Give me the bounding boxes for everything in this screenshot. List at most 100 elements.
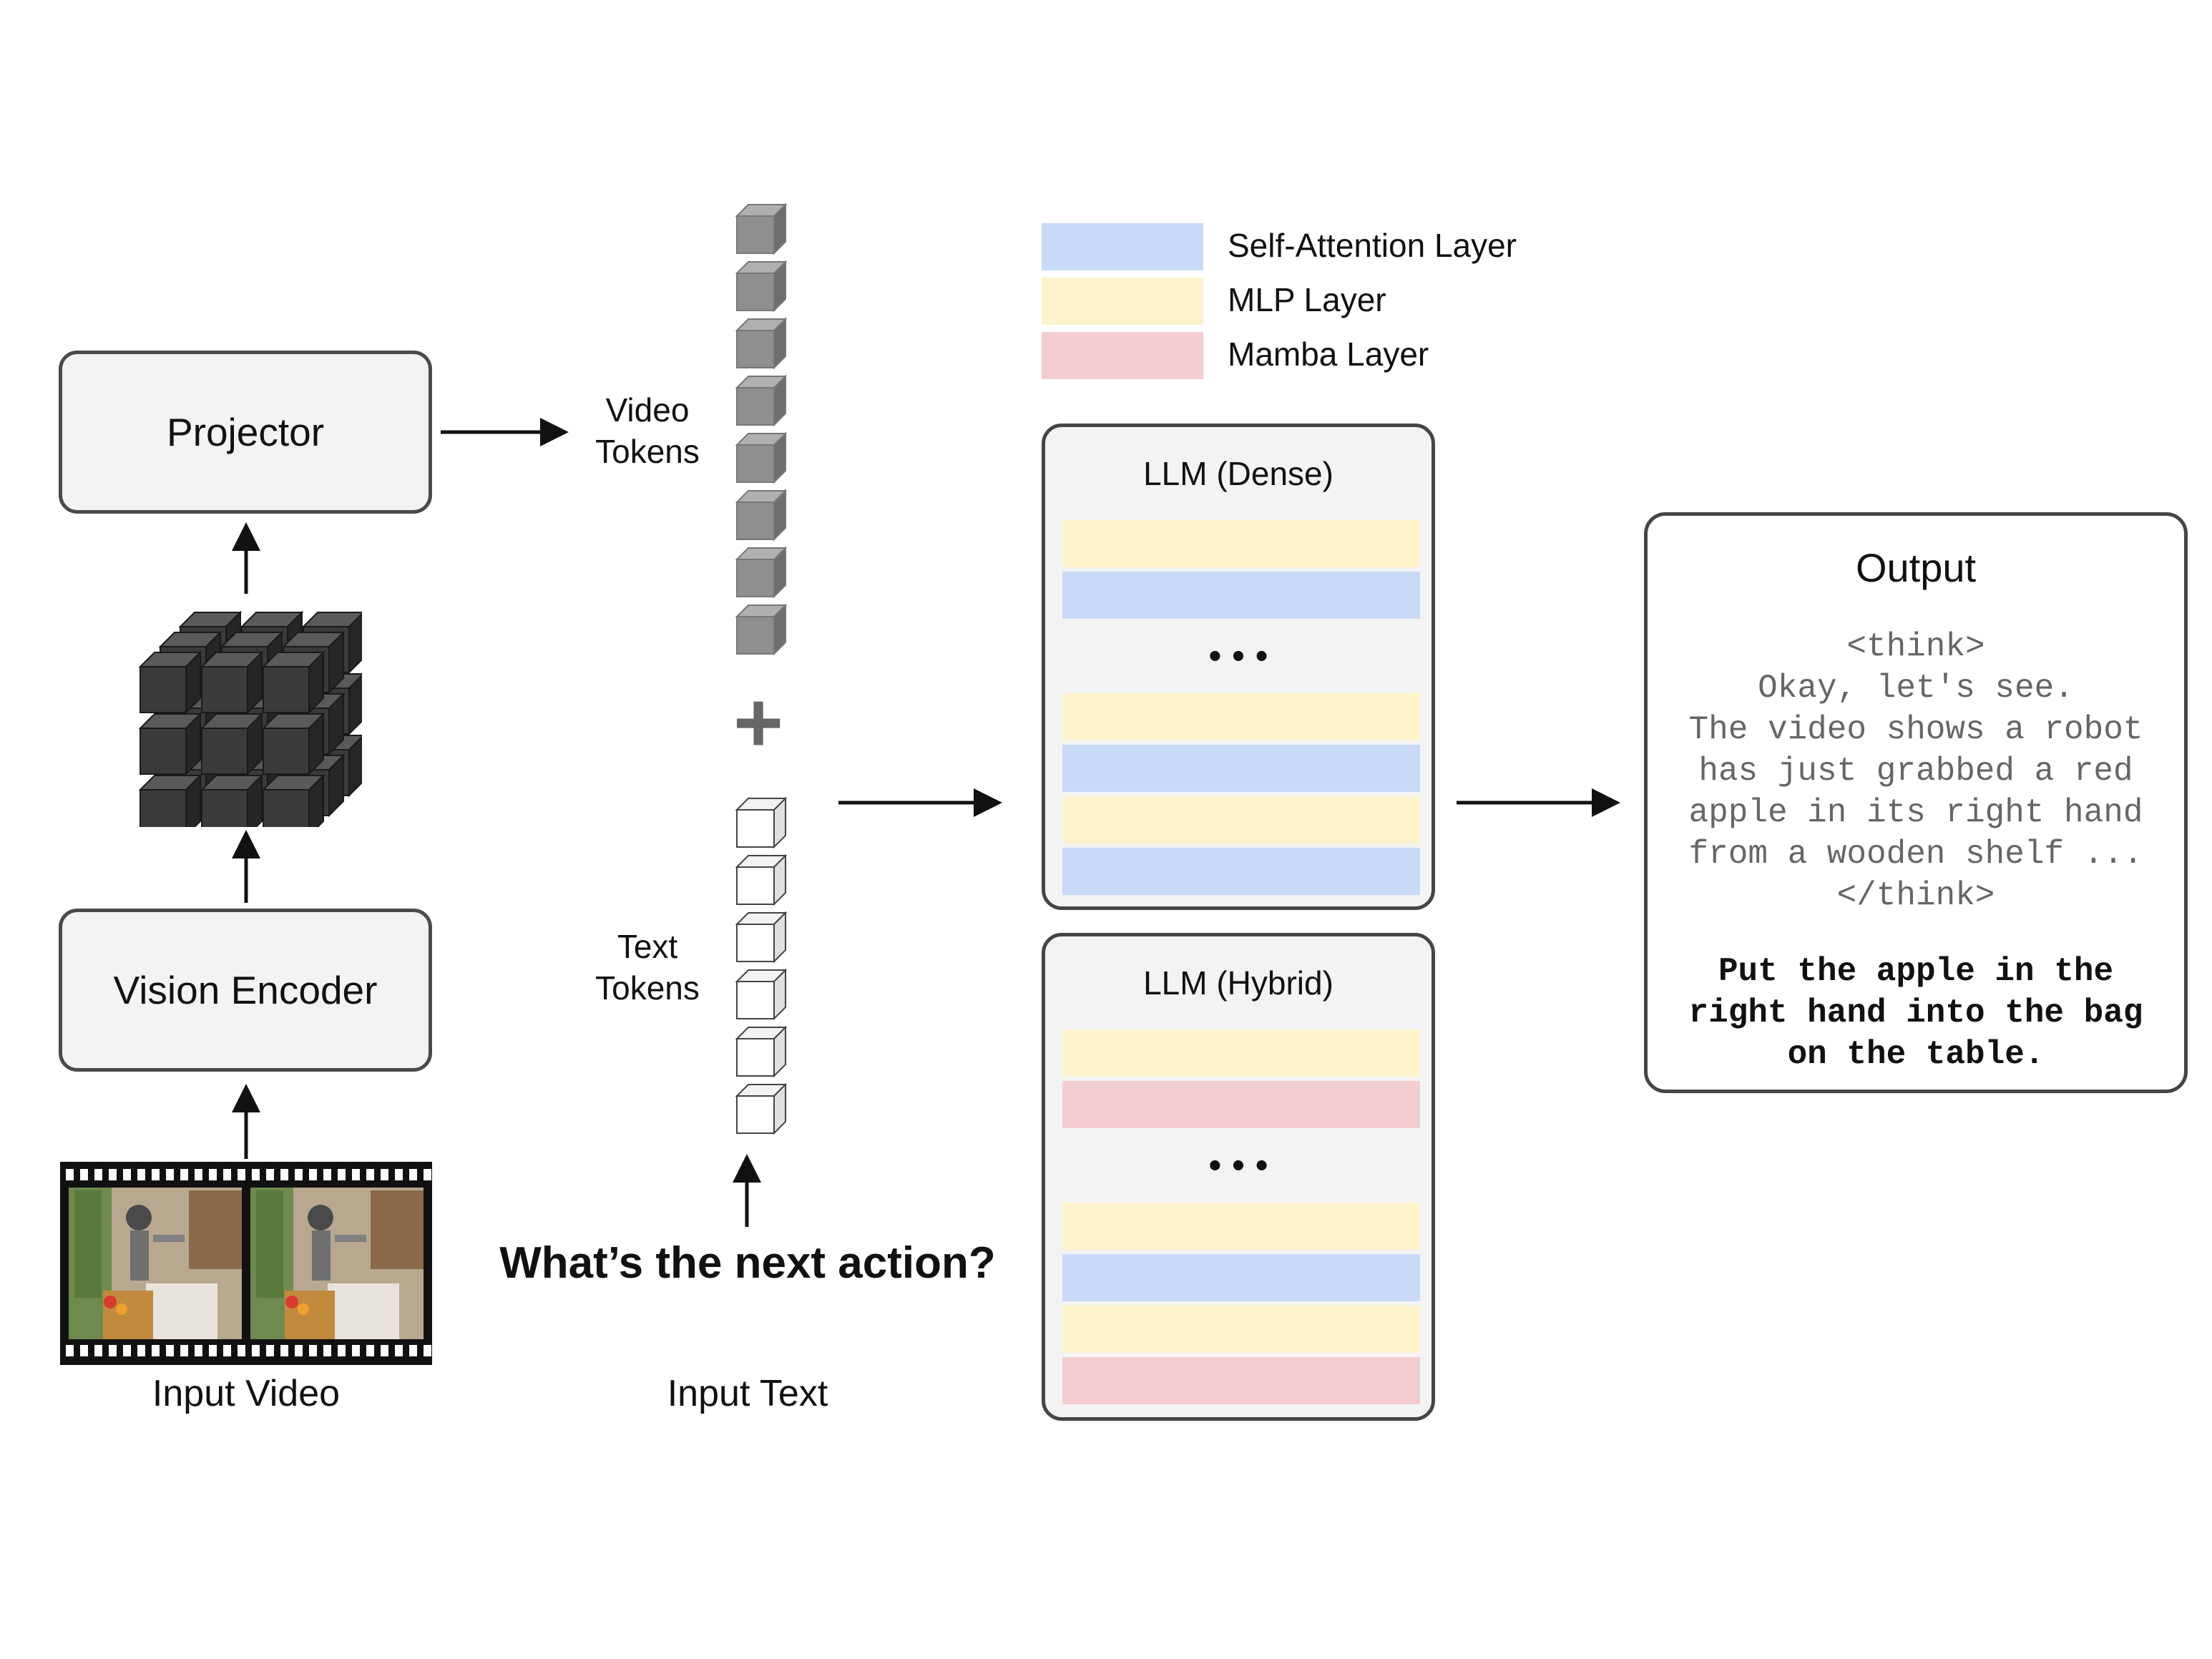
- text-tokens-column: [735, 796, 787, 1135]
- film-sprocket-hole: [309, 1345, 317, 1356]
- dense-ellipsis: • • •: [1208, 635, 1268, 677]
- video-token-cube: [735, 202, 787, 255]
- output-box: Output <think> Okay, let's see. The vide…: [1644, 512, 2188, 1093]
- hybrid-layer-mlp-1: [1062, 1029, 1420, 1077]
- hybrid-ellipsis: • • •: [1208, 1145, 1268, 1186]
- film-sprocket-hole: [338, 1169, 346, 1180]
- feature-cube: [261, 650, 326, 715]
- feature-cube: [200, 650, 264, 715]
- think-line-3: has just grabbed a red: [1698, 753, 2133, 790]
- vision-encoder-label: Vision Encoder: [113, 968, 378, 1012]
- video-token-cube: [735, 546, 787, 599]
- film-sprocket-hole: [152, 1169, 160, 1180]
- film-sprocket-hole: [166, 1169, 174, 1180]
- film-sprocket-hole: [94, 1345, 102, 1356]
- think-line-2: The video shows a robot: [1688, 711, 2143, 748]
- think-open-tag: <think>: [1846, 628, 1985, 665]
- video-frame-2: [250, 1188, 424, 1339]
- film-sprocket-hole: [94, 1169, 102, 1180]
- feature-cube-grid-icon: [138, 610, 362, 827]
- think-close-tag: </think>: [1836, 877, 1995, 914]
- film-sprocket-hole: [195, 1345, 202, 1356]
- film-sprocket-hole: [66, 1345, 74, 1356]
- projector-box: Projector: [59, 351, 432, 514]
- film-sprocket-hole: [152, 1345, 160, 1356]
- text-token-cube: [735, 853, 787, 906]
- input-video-filmstrip: [60, 1162, 432, 1365]
- output-title: Output: [1855, 545, 1977, 590]
- answer-line-3: on the table.: [1787, 1036, 2045, 1073]
- think-block: <think> Okay, let's see. The video shows…: [1648, 626, 2184, 916]
- text-token-cube: [735, 796, 787, 849]
- film-sprocket-hole: [366, 1169, 374, 1180]
- legend-label-mamba: Mamba Layer: [1228, 336, 1429, 373]
- answer-line-2: right hand into the bag: [1688, 994, 2143, 1032]
- llm-hybrid-box: LLM (Hybrid) • • •: [1042, 933, 1435, 1421]
- film-sprocket-hole: [323, 1345, 331, 1356]
- film-sprocket-hole: [195, 1169, 202, 1180]
- film-sprocket-hole: [295, 1345, 303, 1356]
- text-token-cube: [735, 1082, 787, 1135]
- llm-dense-title: LLM (Dense): [1143, 455, 1333, 492]
- input-text-label: Input Text: [667, 1373, 828, 1414]
- dense-layer-mlp-1: [1062, 520, 1420, 567]
- video-frame-1: [69, 1188, 242, 1339]
- film-sprocket-hole: [238, 1169, 245, 1180]
- video-token-cube: [735, 374, 787, 427]
- video-tokens-column: [735, 202, 787, 656]
- film-sprocket-hole: [223, 1345, 231, 1356]
- film-sprocket-hole: [323, 1169, 331, 1180]
- hybrid-layer-mamba-1: [1062, 1081, 1420, 1128]
- dense-layer-self-attention-3: [1062, 848, 1420, 895]
- legend-swatch-mlp: [1042, 278, 1203, 325]
- vision-encoder-box: Vision Encoder: [59, 909, 432, 1072]
- hybrid-layer-self-attention-1: [1062, 1254, 1420, 1301]
- legend-label-self-attention: Self-Attention Layer: [1228, 227, 1517, 264]
- film-sprocket-hole: [209, 1169, 217, 1180]
- film-sprocket-hole: [180, 1169, 188, 1180]
- film-sprocket-hole: [395, 1169, 403, 1180]
- film-sprocket-hole: [137, 1169, 145, 1180]
- text-token-cube: [735, 911, 787, 964]
- dense-layer-mlp-2: [1062, 693, 1420, 740]
- plus-sign: +: [733, 675, 784, 770]
- film-sprocket-hole: [137, 1345, 145, 1356]
- video-token-cube: [735, 431, 787, 484]
- film-sprocket-hole: [123, 1345, 131, 1356]
- film-sprocket-hole: [424, 1169, 431, 1180]
- hybrid-layer-mlp-2: [1062, 1203, 1420, 1250]
- film-sprocket-hole: [223, 1169, 231, 1180]
- legend-swatch-self-attention: [1042, 223, 1203, 270]
- feature-cube: [261, 712, 326, 776]
- film-sprocket-hole: [395, 1345, 403, 1356]
- film-sprocket-hole: [166, 1345, 174, 1356]
- film-sprocket-hole: [381, 1345, 388, 1356]
- video-tokens-label-line2: Tokens: [595, 433, 700, 470]
- feature-cube: [261, 773, 326, 827]
- film-sprocket-hole: [123, 1169, 131, 1180]
- input-video-label: Input Video: [152, 1373, 341, 1414]
- film-sprocket-hole: [366, 1345, 374, 1356]
- film-sprocket-hole: [409, 1169, 417, 1180]
- video-token-cube: [735, 603, 787, 656]
- think-line-5: from a wooden shelf ...: [1688, 836, 2143, 873]
- think-line-4: apple in its right hand: [1688, 794, 2143, 831]
- film-sprocket-hole: [109, 1169, 117, 1180]
- text-token-cube: [735, 1025, 787, 1078]
- think-line-1: Okay, let's see.: [1758, 670, 2074, 707]
- feature-cube: [138, 773, 202, 827]
- film-sprocket-hole: [252, 1345, 260, 1356]
- film-sprocket-hole: [209, 1345, 217, 1356]
- text-token-cube: [735, 968, 787, 1021]
- film-sprocket-hole: [424, 1345, 431, 1356]
- text-tokens-label-line1: Text: [617, 928, 678, 965]
- projector-label: Projector: [166, 410, 325, 454]
- film-sprocket-hole: [238, 1345, 245, 1356]
- video-token-cube: [735, 260, 787, 313]
- film-sprocket-hole: [180, 1345, 188, 1356]
- text-tokens-label-line2: Tokens: [595, 969, 700, 1007]
- dense-layer-self-attention-2: [1062, 745, 1420, 792]
- legend-swatch-mamba: [1042, 332, 1203, 379]
- input-question: What’s the next action?: [499, 1238, 996, 1288]
